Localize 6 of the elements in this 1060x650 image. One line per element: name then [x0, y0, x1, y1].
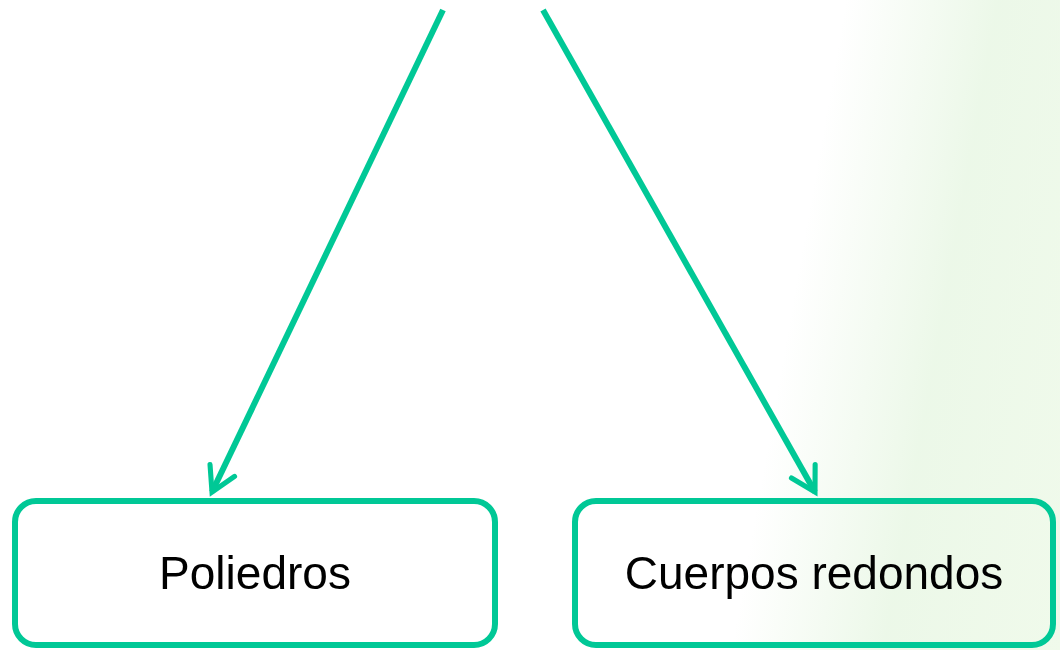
arrow [207, 8, 446, 495]
arrow [540, 8, 818, 495]
rounded-box [12, 498, 498, 648]
box-label: Cuerpos redondos [624, 546, 1004, 600]
box-label: Poliedros [159, 546, 351, 600]
rounded-box [572, 498, 1056, 648]
